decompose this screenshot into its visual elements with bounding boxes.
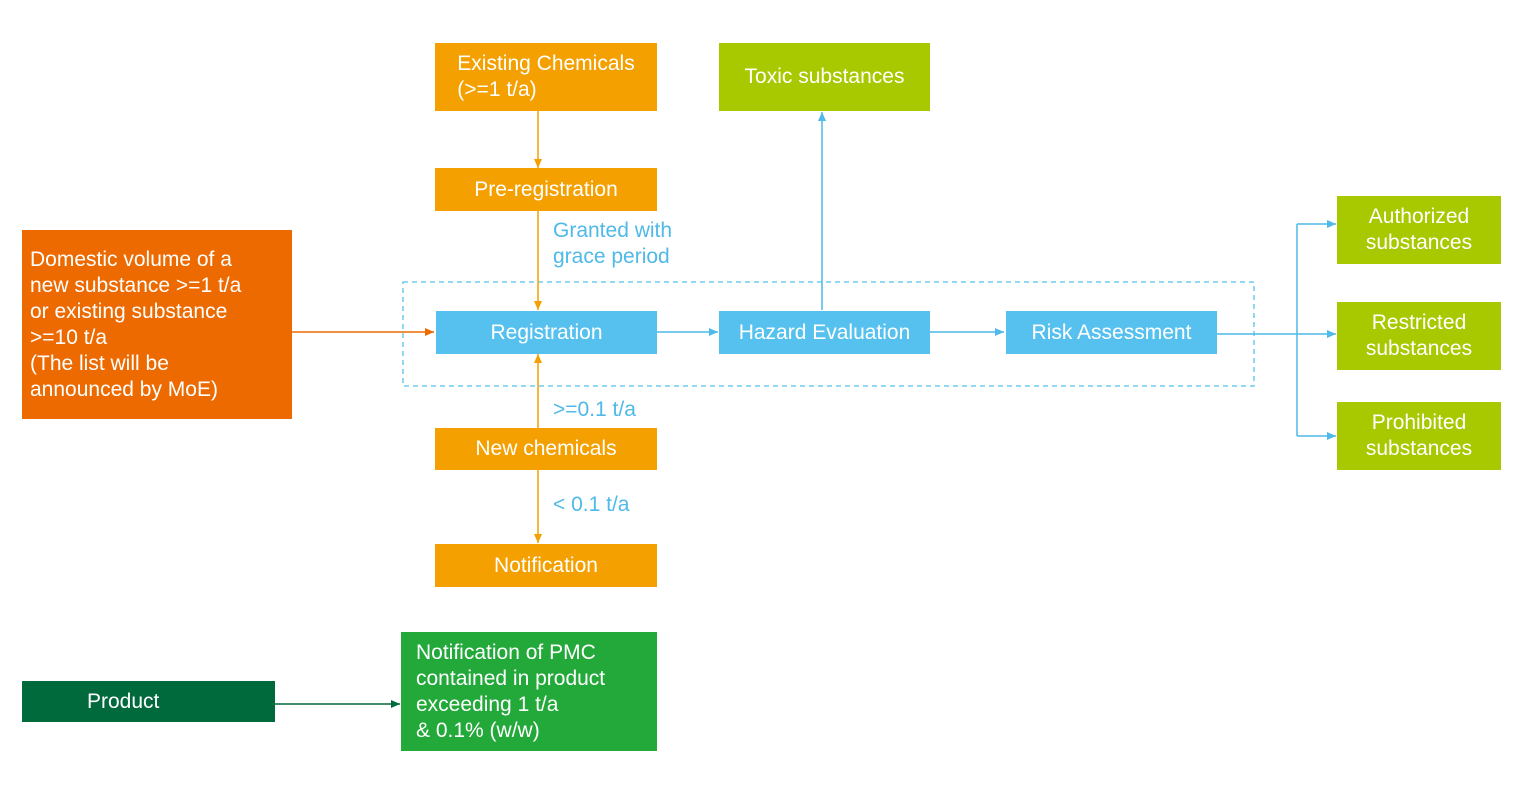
toxic-substances-text: Toxic substances: [744, 65, 905, 88]
existing-chemicals-text: Existing Chemicals (>=1 t/a): [457, 52, 635, 101]
risk-assessment-text: Risk Assessment: [1031, 320, 1192, 344]
prohibited-substances-text: Prohibited substances: [1365, 411, 1473, 460]
ge-0-1-label: >=0.1 t/a: [553, 398, 636, 421]
new-chemicals-box: New chemicals: [435, 428, 657, 470]
existing-chemicals-box: Existing Chemicals (>=1 t/a): [435, 43, 657, 111]
new-chemicals-text: New chemicals: [475, 437, 617, 460]
restricted-substances-text: Restricted substances: [1365, 311, 1473, 360]
restricted-substances-box: Restricted substances: [1337, 302, 1501, 370]
hazard-evaluation-box: Hazard Evaluation: [719, 311, 930, 354]
hazard-evaluation-text: Hazard Evaluation: [738, 320, 911, 344]
prohibited-substances-box: Prohibited substances: [1337, 402, 1501, 470]
lt-0-1-label: < 0.1 t/a: [553, 493, 630, 516]
notification-pmc-box: Notification of PMC contained in product…: [401, 632, 657, 751]
notification-box: Notification: [435, 544, 657, 587]
authorized-substances-box: Authorized substances: [1337, 196, 1501, 264]
product-text: Product: [87, 689, 160, 713]
notification-text: Notification: [494, 553, 598, 577]
notification-pmc-text: Notification of PMC contained in product…: [416, 640, 606, 742]
domestic-volume-text: Domestic volume of a new substance >=1 t…: [30, 247, 242, 401]
toxic-substances-box: Toxic substances: [719, 43, 930, 111]
domestic-volume-box: Domestic volume of a new substance >=1 t…: [22, 230, 292, 419]
product-box: Product: [22, 681, 275, 722]
risk-assessment-box: Risk Assessment: [1006, 311, 1217, 354]
registration-text: Registration: [490, 320, 603, 344]
registration-box: Registration: [436, 311, 657, 354]
pre-registration-text: Pre-registration: [474, 177, 618, 201]
authorized-substances-text: Authorized substances: [1365, 205, 1473, 254]
pre-registration-box: Pre-registration: [435, 168, 657, 211]
granted-grace-period-label: Granted with grace period: [553, 219, 673, 268]
